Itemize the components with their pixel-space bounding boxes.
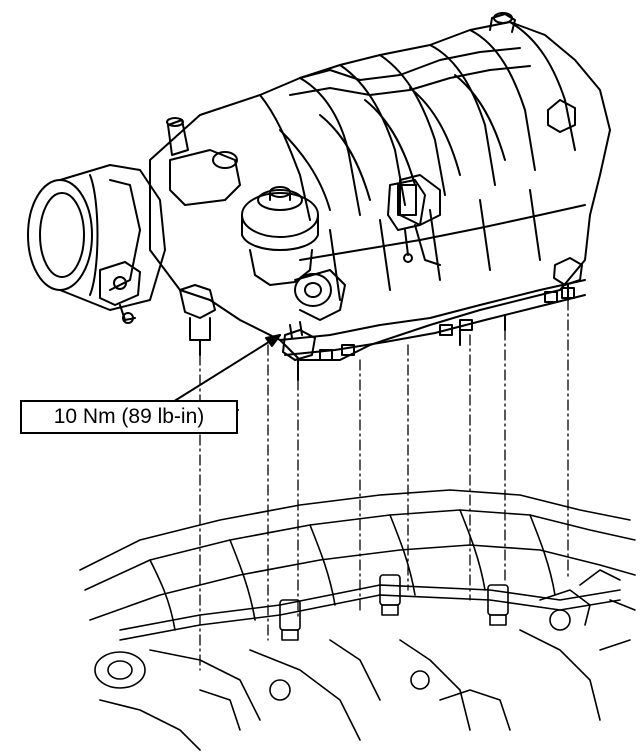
intake-manifold [149, 12, 611, 361]
torque-spec-label: 10 Nm (89 lb-in) [53, 405, 205, 428]
egr-valve [241, 186, 346, 321]
engine-lower-assembly [79, 489, 636, 751]
map-sensor [387, 179, 426, 263]
callout-leader [159, 334, 281, 411]
torque-spec-callout: 10 Nm (89 lb-in) [20, 400, 238, 434]
throttle-body [27, 117, 241, 324]
alignment-lines [199, 299, 569, 671]
mounting-studs [179, 257, 583, 381]
